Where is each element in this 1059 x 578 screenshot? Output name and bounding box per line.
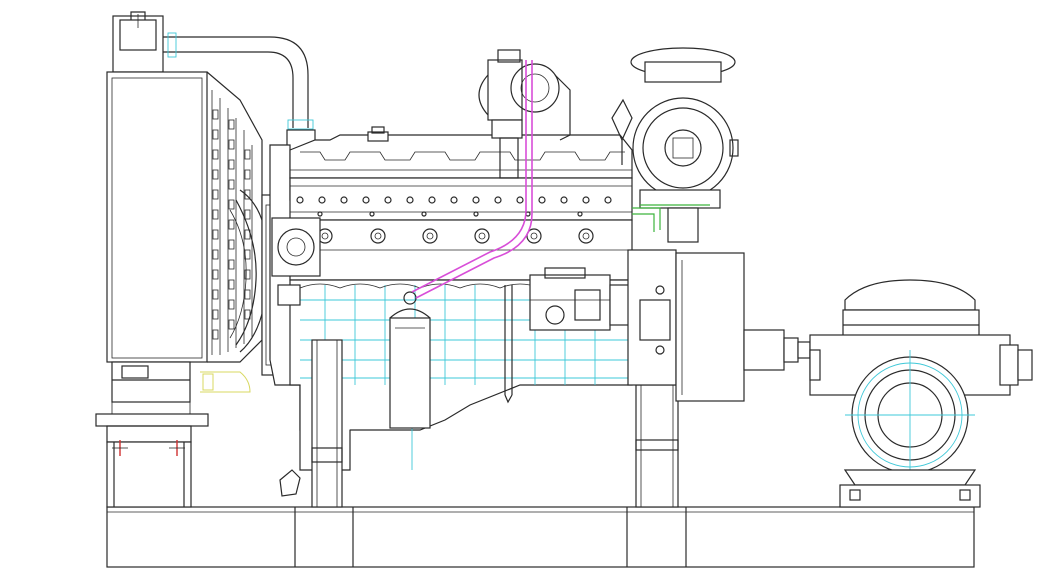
air-filter [611,47,739,243]
fan-guard-holes [212,109,251,340]
head-bolts [296,196,612,217]
valve-cover [290,151,632,171]
magenta-pipe [411,60,527,293]
yellow-wiring [200,371,251,393]
magenta-pipe-inner [415,60,533,299]
drain-valve [279,469,301,497]
split-case-pump [809,279,1033,508]
green-pipe [632,204,710,232]
cooling-fan [229,189,277,376]
engine-mounts [311,339,679,508]
coupling [743,329,811,371]
flywheel-housing [627,249,745,402]
oil-filter [389,291,431,429]
radiator-mount-bolts [112,440,185,456]
turbocharger [478,49,571,179]
radiator [95,11,263,508]
base-frame [106,506,975,568]
